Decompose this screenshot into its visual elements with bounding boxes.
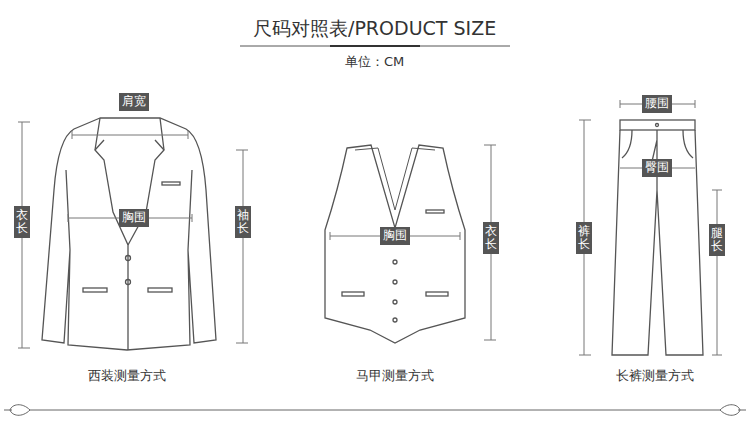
measure-label: 肩宽 (122, 94, 146, 108)
measure-label: 腰围 (645, 96, 669, 110)
measure-label: 衣长 (16, 209, 28, 235)
caption-text: 马甲测量方式 (356, 367, 434, 385)
measure-tag: 腰围 (642, 95, 672, 113)
measure-tag: 衣长 (14, 206, 30, 238)
unit-note: 单位：CM (345, 53, 404, 71)
measure-label: 衣长 (485, 225, 497, 251)
measure-tag: 裤长 (576, 222, 592, 254)
measure-label: 胸围 (122, 210, 146, 224)
measure-tag: 衣长 (483, 222, 499, 254)
measure-label: 腿长 (711, 227, 723, 253)
measure-label: 裤长 (578, 225, 590, 251)
measure-tag: 臀围 (642, 159, 672, 177)
caption-text: 长裤测量方式 (616, 367, 694, 385)
measure-label: 胸围 (383, 228, 407, 242)
measure-label: 袖长 (237, 209, 249, 235)
measure-tag: 肩宽 (119, 93, 149, 111)
measure-tag: 胸围 (119, 209, 149, 227)
measure-tag: 胸围 (380, 227, 410, 245)
measure-label: 臀围 (645, 160, 669, 174)
chart-title: 尺码对照表/PRODUCT SIZE (253, 16, 496, 42)
measure-tag: 腿长 (709, 224, 725, 256)
caption-text: 西装测量方式 (88, 367, 166, 385)
measure-tag: 袖长 (235, 206, 251, 238)
